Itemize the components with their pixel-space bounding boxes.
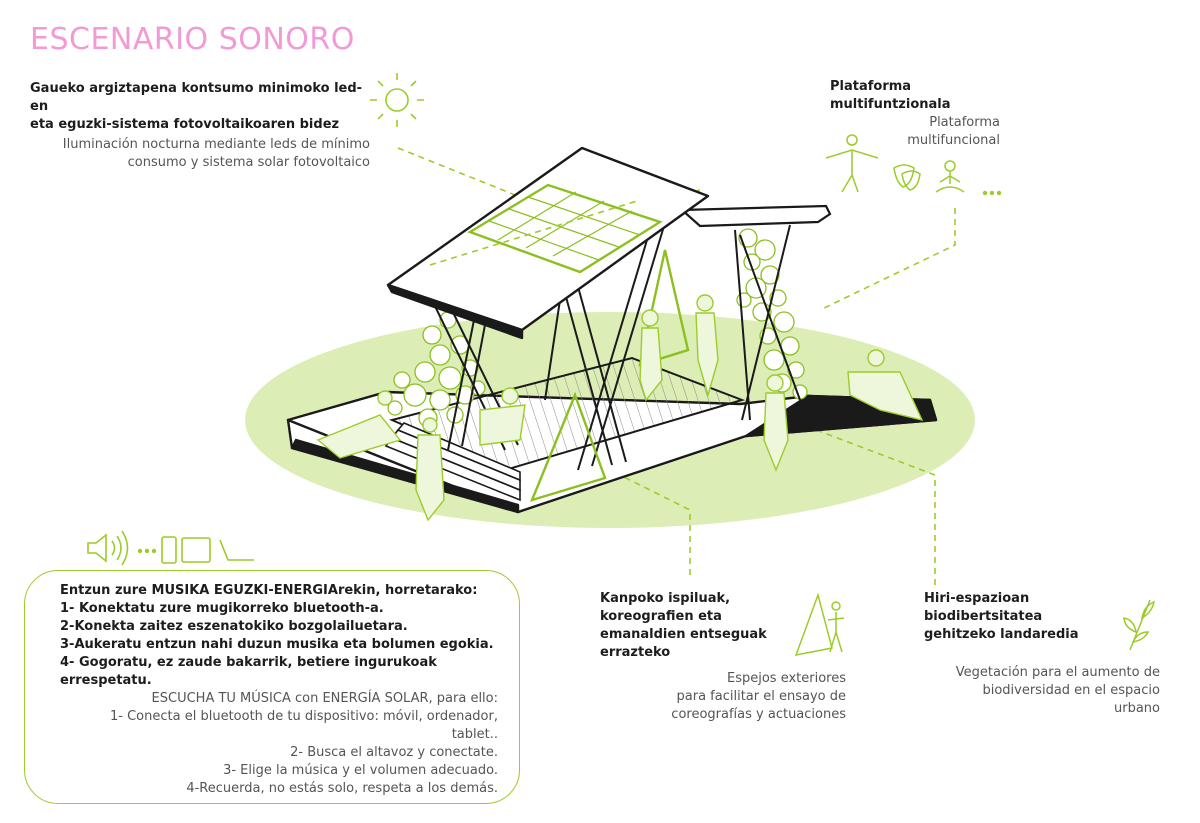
vegetation-right — [736, 228, 808, 400]
vegetation-es-line: Vegetación para el aumento de — [955, 665, 1160, 680]
music-eu-line: 4- Gogoratu, ez zaude bakarrik, betiere … — [60, 655, 437, 670]
more-dots-icon — [137, 548, 157, 554]
lighting-es-line: Iluminación nocturna mediante leds de mí… — [62, 137, 370, 152]
vegetation-es-line: biodiversidad en el espacio — [982, 683, 1160, 698]
leader-vegetation — [789, 419, 936, 585]
platform-eu-line: multifuntzionala — [830, 97, 951, 112]
music-es-line: 2- Busca el altavoz y conectate. — [290, 745, 498, 760]
lighting-eu-line: eta eguzki-sistema fotovoltaikoaren bide… — [30, 117, 340, 132]
theater-masks-icon — [893, 164, 921, 191]
music-es-line: ESCUCHA TU MÚSICA con ENERGÍA SOLAR, par… — [151, 691, 498, 706]
mirror-panels — [529, 249, 690, 502]
leader-platform — [819, 208, 956, 311]
vegetation-eu-line: gehitzeko landaredia — [924, 627, 1079, 642]
solar-panel — [467, 183, 663, 274]
leader-mirrors — [609, 469, 691, 575]
lighting-description: Gaueko argiztapena kontsumo minimoko led… — [30, 80, 370, 172]
more-dots-icon — [982, 190, 1002, 196]
meditation-icon — [935, 160, 965, 193]
mirrors-description: Kanpoko ispiluak, koreografien eta emana… — [600, 590, 846, 724]
music-es-line: tablet.. — [451, 727, 498, 742]
lighting-eu-line: Gaueko argiztapena kontsumo minimoko led… — [30, 81, 363, 114]
music-eu-line: 3-Aukeratu entzun nahi duzun musika eta … — [60, 637, 494, 652]
music-instructions: Entzun zure MUSIKA EGUZKI-ENERGIArekin, … — [60, 582, 498, 798]
platform-es-line: multifuncional — [907, 133, 1000, 148]
phone-icon — [161, 536, 177, 564]
dancer-icon — [825, 134, 879, 193]
mirrors-eu-line: koreografien eta — [600, 609, 722, 624]
music-eu-line: 1- Konektatu zure mugikorreko bluetooth-… — [60, 601, 384, 616]
vegetation-es-line: urbano — [1114, 701, 1160, 716]
mirrors-es-line: para facilitar el ensayo de — [676, 689, 846, 704]
tablet-icon — [181, 537, 211, 563]
mirrors-eu-line: emanaldien entseguak — [600, 627, 767, 642]
mirror-icon — [794, 592, 845, 656]
speaker-icon — [87, 530, 129, 566]
platform-es-line: Plataforma — [929, 115, 1000, 130]
page-title: ESCENARIO SONORO — [30, 22, 355, 57]
vegetation-eu-line: Hiri-espazioan — [924, 591, 1030, 606]
music-es-line: 3- Elige la música y el volumen adecuado… — [223, 763, 498, 778]
music-instructions-box — [24, 570, 520, 804]
music-eu-line: Entzun zure MUSIKA EGUZKI-ENERGIArekin, … — [60, 583, 478, 598]
music-es-line: 1- Conecta el bluetooth de tu dispositiv… — [110, 709, 498, 724]
platform-eu-line: Plataforma — [830, 79, 912, 94]
lighting-es-line: consumo y sistema solar fotovoltaico — [127, 155, 370, 170]
platform-description: Plataforma multifuntzionala Plataforma m… — [830, 78, 1000, 150]
mirrors-es-line: coreografías y actuaciones — [671, 707, 846, 722]
laptop-icon — [219, 539, 254, 561]
music-eu-line: 2-Konekta zaitez eszenatokiko bozgolailu… — [60, 619, 408, 634]
mirrors-es-line: Espejos exteriores — [726, 671, 846, 686]
people — [316, 294, 924, 522]
sun-icon — [370, 73, 424, 127]
vegetation-eu-line: biodibertsitatea — [924, 609, 1043, 624]
roof-secondary — [679, 204, 832, 228]
music-eu-line: errespetatu. — [60, 673, 152, 688]
vegetation-description: Hiri-espazioan biodibertsitatea gehitzek… — [924, 590, 1160, 718]
mirrors-eu-line: errazteko — [600, 645, 671, 660]
vegetation-left — [387, 311, 486, 428]
leader-lighting — [397, 147, 541, 206]
music-es-line: 4-Recuerda, no estás solo, respeta a los… — [186, 781, 498, 796]
leaf-branch-icon — [1123, 599, 1156, 651]
mirrors-eu-line: Kanpoko ispiluak, — [600, 591, 731, 606]
